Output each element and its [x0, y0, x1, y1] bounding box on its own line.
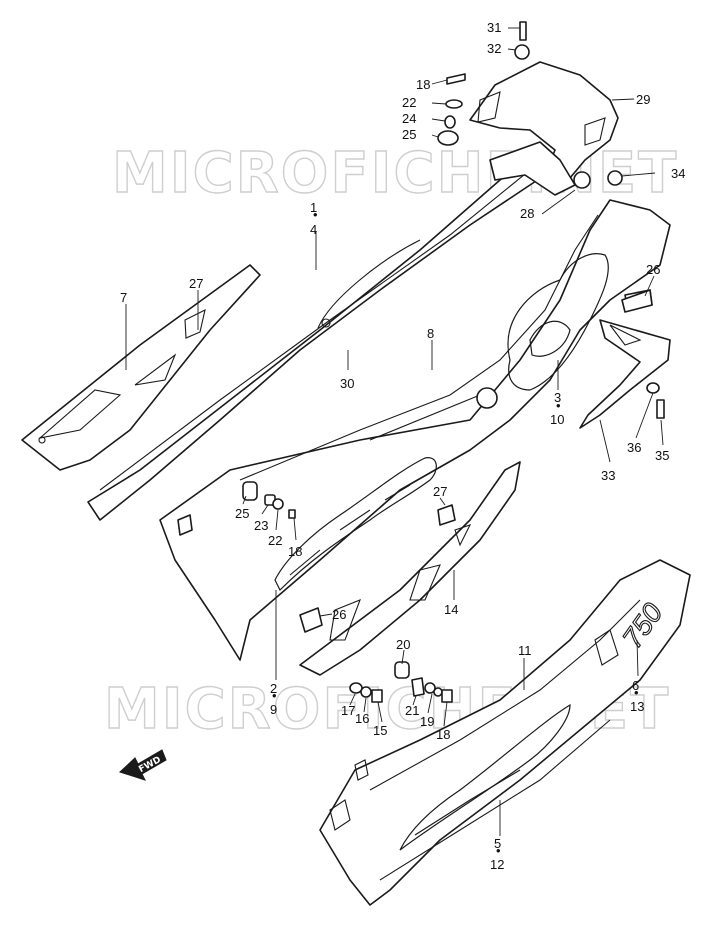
- callout-18-mid: 18: [288, 544, 302, 559]
- callout-13: 13: [630, 699, 644, 714]
- callout-dot-3: •: [556, 398, 561, 413]
- callout-5: 5: [494, 836, 501, 851]
- callout-9: 9: [270, 702, 277, 717]
- lower-hardware: [349, 661, 453, 703]
- callout-6: 6: [632, 678, 639, 693]
- callout-36: 36: [627, 440, 641, 455]
- callout-8: 8: [427, 326, 434, 341]
- callout-4: 4: [310, 222, 317, 237]
- left-cover-plate: [21, 264, 261, 471]
- callout-27-mid: 27: [433, 484, 447, 499]
- callout-23: 23: [254, 518, 268, 533]
- callout-7: 7: [120, 290, 127, 305]
- callout-1: 1: [310, 200, 317, 215]
- callout-35: 35: [655, 448, 669, 463]
- lower-side-fairing: [319, 559, 691, 906]
- callout-22-mid: 22: [268, 533, 282, 548]
- leader-lines: [125, 27, 664, 836]
- callouts: 1 • 4 7 27 30 8 3 • 10 26 36 35 33 31 32…: [120, 20, 685, 872]
- callout-dot-5: •: [496, 843, 501, 858]
- callout-2: 2: [270, 681, 277, 696]
- callout-17: 17: [341, 703, 355, 718]
- callout-dot-2: •: [272, 688, 277, 703]
- callout-25-top: 25: [402, 127, 416, 142]
- callout-20: 20: [396, 637, 410, 652]
- callout-18-bottom: 18: [436, 727, 450, 742]
- clip-26: [621, 289, 653, 313]
- callout-11: 11: [518, 643, 532, 658]
- callout-14: 14: [444, 602, 458, 617]
- callout-dot-1: •: [313, 207, 318, 222]
- top-hardware: [437, 73, 466, 146]
- side-panel: [159, 199, 671, 661]
- callout-27-top: 27: [189, 276, 203, 291]
- callout-33: 33: [601, 468, 615, 483]
- callout-26-mid: 26: [332, 607, 346, 622]
- callout-18-top: 18: [416, 77, 430, 92]
- callout-dot-6: •: [634, 685, 639, 700]
- callout-19: 19: [420, 714, 434, 729]
- callout-24: 24: [402, 111, 416, 126]
- callout-32: 32: [487, 41, 501, 56]
- fwd-arrow-icon: FWD: [119, 749, 167, 781]
- tail-bracket: [469, 21, 623, 196]
- callout-26-right: 26: [646, 262, 660, 277]
- callout-12: 12: [490, 857, 504, 872]
- callout-10: 10: [550, 412, 564, 427]
- callout-15: 15: [373, 723, 387, 738]
- callout-29: 29: [636, 92, 650, 107]
- callout-25-mid: 25: [235, 506, 249, 521]
- callout-21: 21: [405, 703, 419, 718]
- callout-30: 30: [340, 376, 354, 391]
- callout-3: 3: [554, 390, 561, 405]
- lower-cover: [299, 461, 521, 676]
- callout-22-top: 22: [402, 95, 416, 110]
- callout-34: 34: [671, 166, 685, 181]
- callout-31: 31: [487, 20, 501, 35]
- callout-16: 16: [355, 711, 369, 726]
- callout-28: 28: [520, 206, 534, 221]
